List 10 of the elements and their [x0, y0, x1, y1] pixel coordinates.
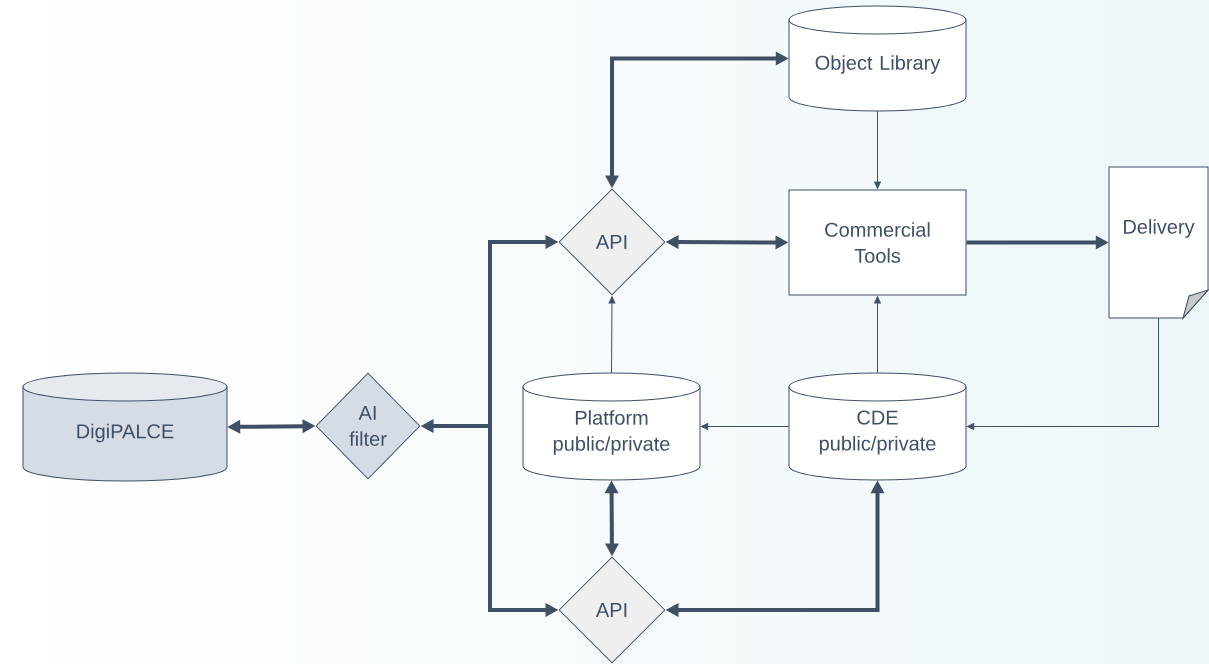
arrow: [874, 110, 881, 189]
process-box: Commercial Tools: [788, 189, 967, 296]
arrow: [608, 296, 616, 374]
database-cylinder: Object Library: [788, 5, 967, 112]
database-cylinder: CDE public/private: [788, 372, 967, 481]
database-cylinder: DigiPALCE: [22, 372, 228, 482]
arrow: [874, 296, 881, 374]
arrow: [700, 423, 790, 430]
database-cylinder: Platform public/private: [522, 372, 701, 481]
arrow: [966, 317, 1159, 430]
